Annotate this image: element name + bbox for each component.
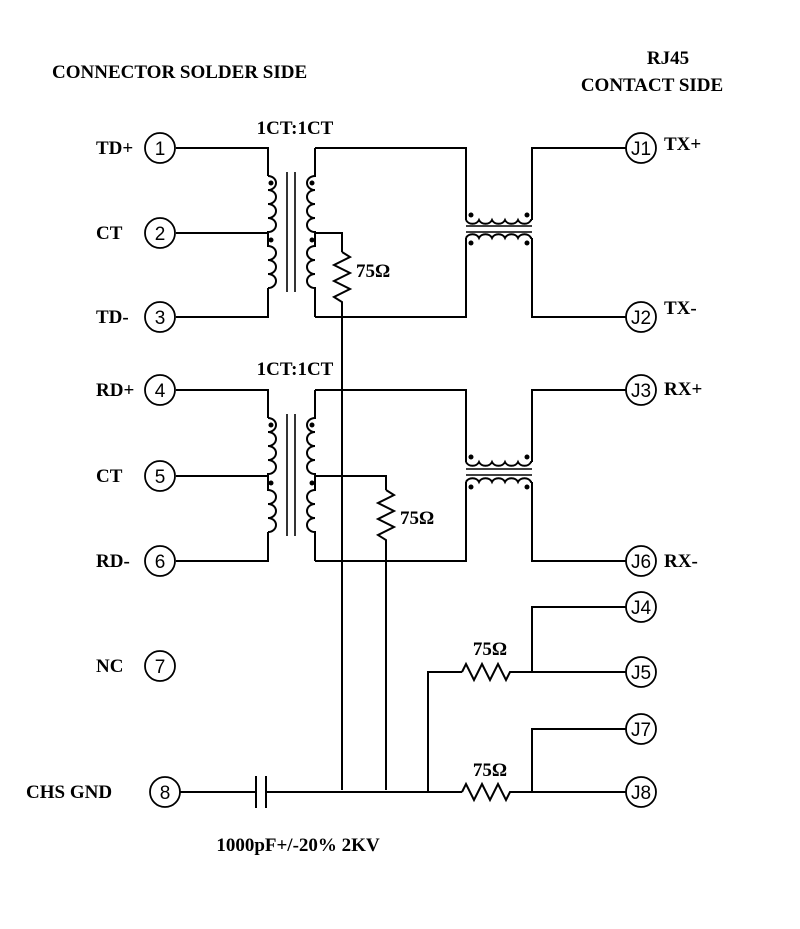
pin-number: J3	[631, 381, 651, 402]
rj45-pin-j1: J1 TX+	[625, 132, 701, 164]
pin-number: J1	[631, 139, 651, 160]
heading-connector-solder-side: CONNECTOR SOLDER SIDE	[52, 62, 307, 83]
pin-number: J8	[631, 783, 651, 804]
capacitor-label: 1000pF+/-20% 2KV	[216, 835, 380, 856]
pin-label: CHS GND	[26, 782, 112, 803]
pin-number: 1	[155, 139, 166, 160]
pin-label: RD+	[96, 380, 134, 401]
pin-number: 2	[155, 224, 166, 245]
rj45-pin-j3: J3 RX+	[625, 374, 702, 406]
tx-channel: 75Ω	[176, 147, 627, 790]
pin-label: CT	[96, 223, 123, 244]
rx-channel: 75Ω	[176, 389, 627, 790]
resistor-r1-label: 75Ω	[356, 261, 390, 282]
pin-number: 8	[160, 783, 171, 804]
resistor-r3-label: 75Ω	[473, 639, 507, 660]
pin-label: TX+	[664, 134, 701, 155]
pin-number: J4	[631, 598, 652, 619]
pin-label: TD-	[96, 307, 129, 328]
connector-pin-4: RD+ 4	[96, 374, 176, 406]
rj45-pin-j7: J7	[625, 713, 657, 745]
connector-pin-8: CHS GND 8	[26, 776, 181, 808]
pin-number: 7	[155, 657, 166, 678]
pin-label: RD-	[96, 551, 130, 572]
pin-number: 5	[155, 467, 166, 488]
rj45-pin-j4: J4	[625, 591, 657, 623]
connector-pin-1: TD+ 1	[96, 132, 176, 164]
pin-number: J6	[631, 552, 651, 573]
pin-label: TD+	[96, 138, 133, 159]
pin-label: TX-	[664, 298, 697, 319]
pin-number: J7	[631, 720, 651, 741]
pin-number: J5	[631, 663, 651, 684]
pin-label: RX-	[664, 551, 698, 572]
connector-pin-3: TD- 3	[96, 301, 176, 333]
rj45-pin-j6: J6 RX-	[625, 545, 698, 577]
pin-label: NC	[96, 656, 123, 677]
heading-rj45: RJ45	[647, 48, 689, 69]
pin-number: 4	[155, 381, 166, 402]
resistor-r2-label: 75Ω	[400, 508, 434, 529]
transformer-top-ratio: 1CT:1CT	[257, 118, 334, 139]
pin-number: 6	[155, 552, 166, 573]
transformer-bottom-ratio: 1CT:1CT	[257, 359, 334, 380]
pin-number: 3	[155, 308, 166, 329]
connector-pin-7: NC 7	[96, 650, 176, 682]
rj45-pin-j2: J2 TX-	[625, 298, 697, 333]
termination-network: 75Ω 75Ω 1000pF+/-20% 2KV	[180, 606, 627, 856]
connector-pin-2: CT 2	[96, 217, 176, 249]
resistor-r4-label: 75Ω	[473, 760, 507, 781]
connector-pin-6: RD- 6	[96, 545, 176, 577]
rj45-pin-j5: J5	[625, 656, 657, 688]
pin-label: RX+	[664, 379, 702, 400]
pin-label: CT	[96, 466, 123, 487]
rj45-pin-j8: J8	[625, 776, 657, 808]
pin-number: J2	[631, 308, 651, 329]
heading-contact-side: CONTACT SIDE	[581, 75, 723, 96]
connector-pin-5: CT 5	[96, 460, 176, 492]
